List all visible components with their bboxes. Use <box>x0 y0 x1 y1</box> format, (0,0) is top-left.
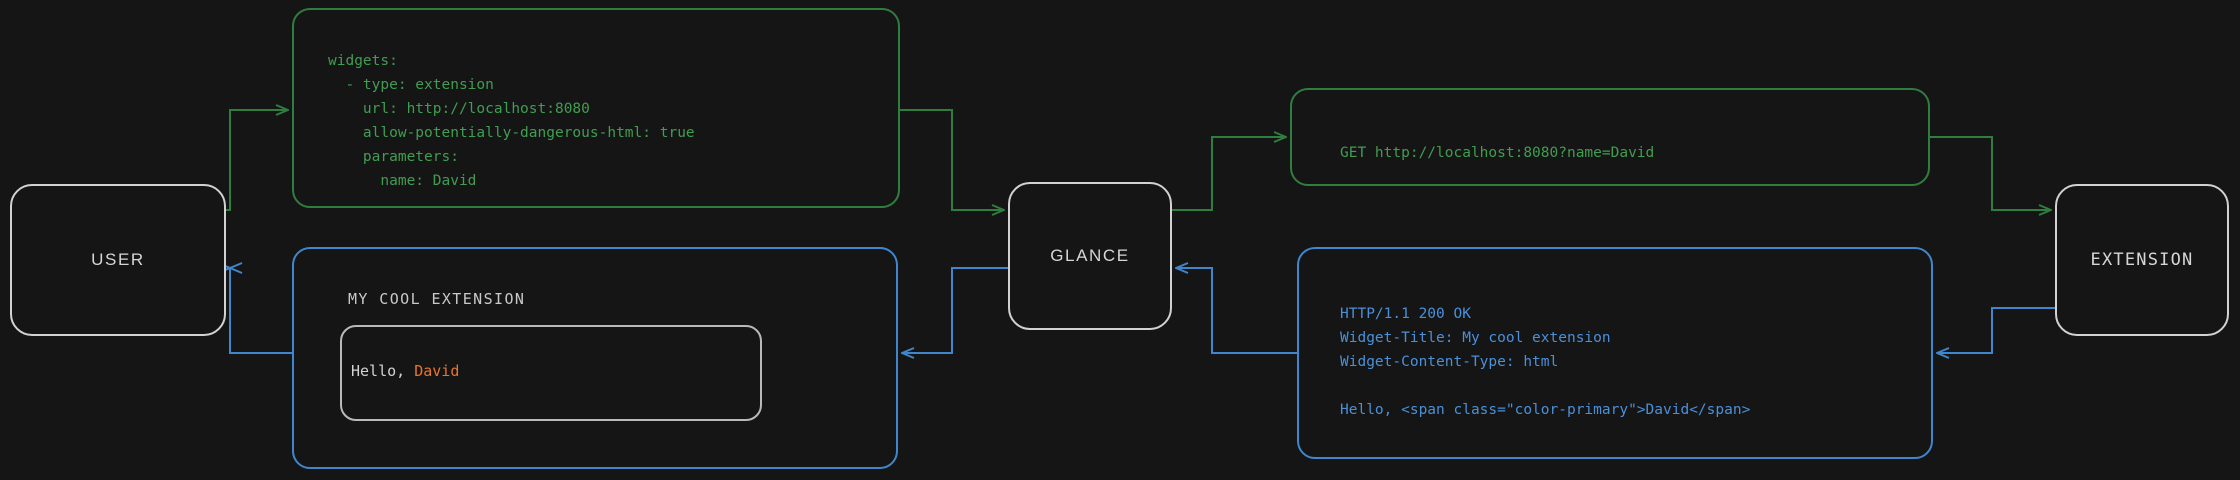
config-yaml-code: widgets: - type: extension url: http://l… <box>328 52 695 189</box>
node-glance[interactable]: GLANCE <box>1008 182 1172 330</box>
connector-glance-to-request <box>1172 137 1286 211</box>
connector-extension-to-response <box>1937 307 2055 353</box>
connector-request-to-extension <box>1930 136 2051 210</box>
node-extension[interactable]: EXTENSION <box>2055 184 2229 336</box>
http-request-code: GET http://localhost:8080?name=David <box>1340 144 1655 161</box>
connector-render-to-user <box>230 268 292 354</box>
node-extension-label: EXTENSION <box>2090 250 2194 270</box>
connector-response-to-glance <box>1176 268 1297 354</box>
panel-response <box>1297 247 1933 459</box>
rendered-widget-body <box>340 325 762 421</box>
rendered-widget-title: MY COOL EXTENSION <box>348 290 526 308</box>
connector-user-to-config <box>226 110 288 211</box>
node-glance-label: GLANCE <box>1050 246 1130 265</box>
panel-request <box>1290 88 1930 186</box>
connector-glance-to-render <box>902 267 1008 353</box>
http-response-code: HTTP/1.1 200 OK Widget-Title: My cool ex… <box>1340 305 1751 418</box>
rendered-widget-name: David <box>414 362 460 380</box>
rendered-widget-greeting: Hello, <box>351 362 415 380</box>
rendered-widget-text: Hello, David <box>351 362 459 380</box>
panel-config <box>292 8 900 208</box>
connector-config-to-glance <box>900 109 1004 210</box>
node-user-label: USER <box>91 250 145 269</box>
node-user[interactable]: USER <box>10 184 226 336</box>
